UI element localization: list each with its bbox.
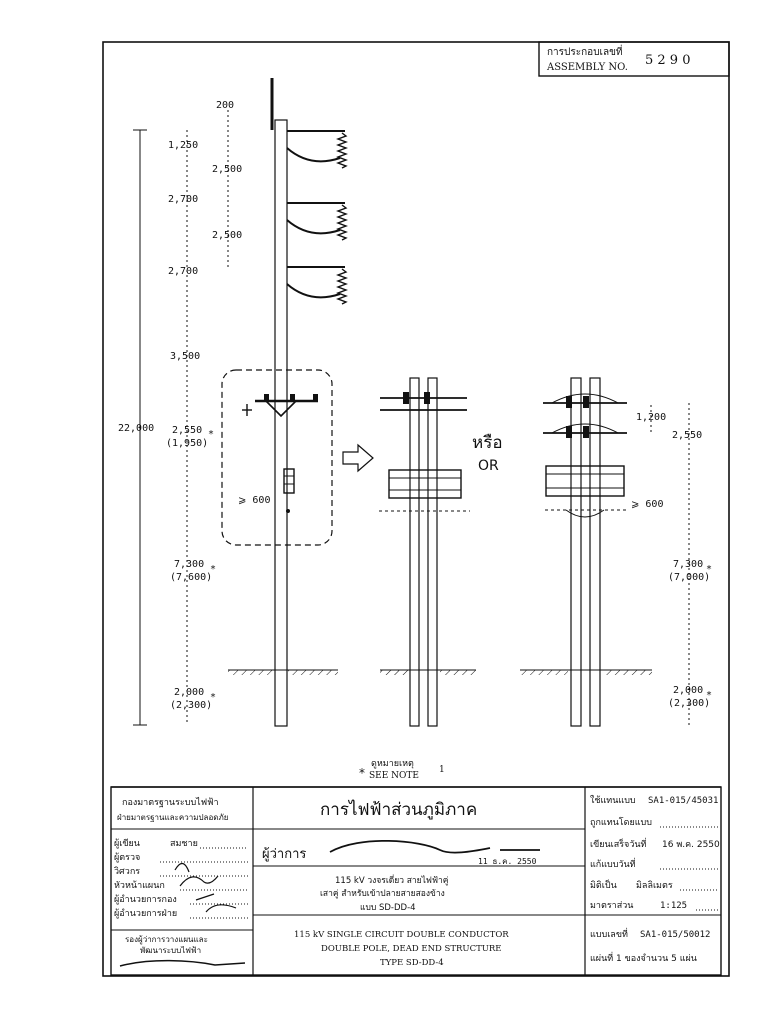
left-dimension-lines: [133, 110, 229, 726]
double-pole-option-a: [379, 377, 476, 727]
replaces-label: ใช้แทนแบบ: [590, 795, 636, 806]
dim-star-2: *: [210, 564, 216, 575]
dim-2550: 2,550: [172, 425, 202, 436]
dim-2000: 2,000: [174, 687, 204, 698]
dim-2700-a: 2,700: [168, 194, 198, 205]
crossarm-3: [286, 266, 347, 305]
desc-th-1: 115 kV วงจรเดี่ยว สายไฟฟ้าคู่: [335, 874, 448, 886]
or-label-th: หรือ: [472, 433, 503, 453]
crossarm-1: [286, 130, 347, 169]
org-line2: ฝ่ายมาตรฐานและความปลอดภัย: [117, 813, 228, 822]
note-th: ดูหมายเหตุ: [371, 759, 414, 769]
replaced-by-label: ถูกแทนโดยแบบ: [590, 817, 652, 828]
double-pole-option-b: [520, 377, 690, 727]
desc-en-2: DOUBLE POLE, DEAD END STRUCTURE: [321, 944, 502, 954]
dim-right-1200: 1,200: [636, 412, 666, 423]
governor-signature: [329, 839, 540, 854]
dim-star: *: [208, 429, 214, 440]
detail-callout-box: [221, 369, 333, 546]
note-en: SEE NOTE: [369, 771, 419, 781]
left-pole-elevation: [221, 78, 347, 727]
right-dotted-lines: [660, 826, 718, 911]
dim-2550-alt: (1,950): [166, 438, 208, 449]
note-star: *: [359, 766, 365, 780]
scale-value: 1:125: [660, 901, 687, 911]
dim-right-7300-alt: (7,000): [668, 572, 710, 583]
role-writer-label: ผู้เขียน: [114, 838, 140, 849]
signer-label: ผู้ว่าการ: [262, 847, 306, 862]
desc-th-3: แบบ SD-DD-4: [360, 903, 416, 913]
dim-top: 200: [216, 100, 234, 111]
role-division-director-label: ผู้อำนวยการกอง: [114, 894, 177, 905]
completed-date-label: เขียนเสร็จวันที่: [590, 837, 647, 850]
drawing-no-label: แบบเลขที่: [590, 927, 628, 940]
dotted-lines: [160, 847, 248, 919]
title-block: [110, 786, 722, 976]
dim-2700-b: 2,700: [168, 266, 198, 277]
org-line1: กองมาตรฐานระบบไฟฟ้า: [122, 797, 219, 808]
dim-right-600: ⩾ 600: [631, 499, 663, 510]
desc-th-2: เสาคู่ สำหรับเข้าปลายสายสองข้าง: [320, 888, 445, 899]
dim-right-2000-alt: (2,300): [668, 698, 710, 709]
dim-2000-alt: (2,300): [170, 700, 212, 711]
completed-date-value: 16 พ.ค. 2550: [662, 840, 720, 850]
crossarm-2: [286, 202, 347, 241]
assembly-label-th: การประกอบเลขที่: [547, 44, 623, 58]
or-label-en: OR: [478, 458, 499, 474]
note-num: 1: [439, 765, 445, 775]
revised-date-label: แก้แบบวันที่: [590, 857, 636, 870]
dim-total-height: 22,000: [118, 423, 154, 434]
dim-3500: 3,500: [170, 351, 200, 362]
pole: [274, 119, 288, 727]
company-name: การไฟฟ้าส่วนภูมิภาค: [320, 799, 477, 820]
approver-signature: [119, 959, 246, 967]
dim-right-7300: 7,300: [673, 559, 703, 570]
dim-star-3: *: [210, 692, 216, 703]
dim-2500-a: 2,500: [212, 164, 242, 175]
stamp-date: 11 ธ.ค. 2550: [478, 857, 537, 866]
desc-en-1: 115 kV SINGLE CIRCUIT DOUBLE CONDUCTOR: [294, 930, 509, 940]
arrow-icon: [342, 443, 374, 473]
role-writer-value: สมชาย: [170, 839, 198, 849]
dim-600: ⩾ 600: [238, 495, 270, 506]
dim-right-star-2: *: [706, 690, 712, 701]
sheet-info: แผ่นที่ 1 ของจำนวน 5 แผ่น: [590, 951, 697, 964]
dim-right-2550: 2,550: [672, 430, 702, 441]
role-engineer-label: วิศวกร: [114, 866, 140, 877]
dim-1250: 1,250: [168, 140, 198, 151]
dim-7300-alt: (7,600): [170, 572, 212, 583]
assembly-label-en: ASSEMBLY NO.: [546, 62, 628, 73]
replaces-value: SA1-015/45031: [648, 796, 718, 806]
role-checker-label: ผู้ตรวจ: [114, 852, 140, 863]
assembly-box: การประกอบเลขที่ ASSEMBLY NO. 5 2 9 0: [538, 41, 730, 77]
drawing-no-value: SA1-015/50012: [640, 930, 710, 940]
units-label: มิติเป็น: [590, 878, 617, 891]
role-dept-director-label: ผู้อำนวยการฝ่าย: [114, 908, 177, 919]
units-value: มิลลิเมตร: [636, 880, 673, 891]
desc-en-3: TYPE SD-DD-4: [380, 958, 444, 968]
dim-right-2000: 2,000: [673, 685, 703, 696]
assembly-number: 5 2 9 0: [645, 53, 690, 68]
role-section-head-label: หัวหน้าแผนก: [114, 880, 165, 891]
approver-line2: พัฒนาระบบไฟฟ้า: [140, 946, 201, 955]
dim-2500-b: 2,500: [212, 230, 242, 241]
dim-right-star: *: [706, 564, 712, 575]
scale-label: มาตราส่วน: [590, 901, 633, 911]
approver-line1: รองผู้ว่าการวางแผนและ: [125, 935, 208, 945]
drawing-border: [102, 41, 730, 977]
initials-signatures: [174, 862, 237, 913]
dim-7300: 7,300: [174, 559, 204, 570]
